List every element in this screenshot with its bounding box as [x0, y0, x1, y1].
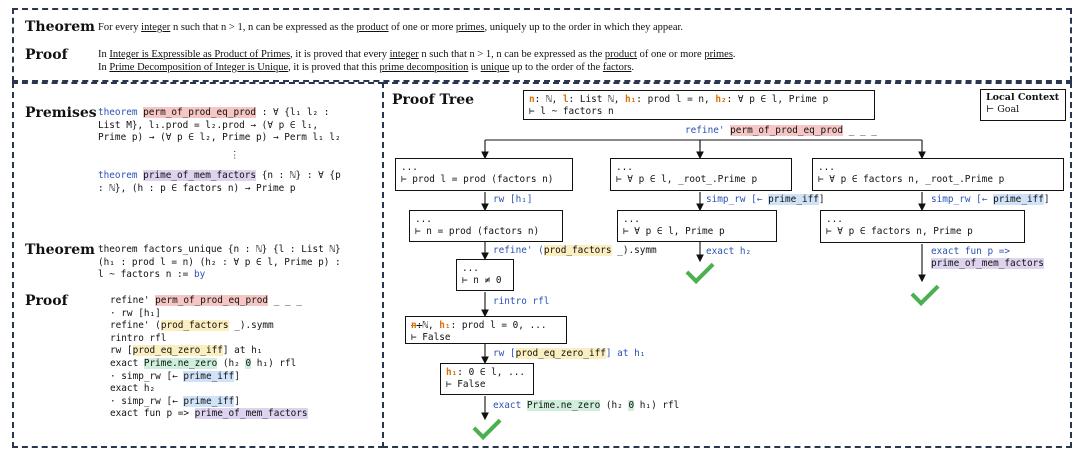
branch3-tactic-simp-rw: simp_rw [← prime_iff]: [931, 194, 1050, 205]
top-theorem-label: Theorem: [25, 19, 95, 35]
branch1-goal-false-2: h₁: 0 ∈ l, ... ⊢ False: [440, 363, 534, 395]
branch3-tactic-exact: exact fun p => prime_of_mem_factors: [931, 246, 1044, 269]
right-panel: [382, 82, 1072, 448]
branch1-tactic-rw-zero: rw [prod_eq_zero_iff] at h₁: [493, 348, 646, 359]
proof-code: refine' perm_of_prod_eq_prod _ _ _ · rw …: [110, 295, 308, 420]
local-context-title: Local Context: [986, 92, 1060, 103]
branch2-goal-prime: ... ⊢ ∀ p ∈ l, Prime p: [617, 210, 777, 242]
top-panel: [12, 8, 1072, 82]
branch1-tactic-refine: refine' (prod_factors _).symm: [493, 245, 657, 256]
top-proof-line2: In Prime Decomposition of Integer is Uni…: [98, 62, 635, 73]
proof-tree-label: Proof Tree: [392, 92, 475, 108]
premises-vdots: ⋮: [230, 150, 240, 161]
branch2-tactic-simp-rw: simp_rw [← prime_iff]: [706, 194, 825, 205]
branch1-goal-n-ne-zero: ... ⊢ n ≠ 0: [456, 259, 514, 291]
branch1-tactic-rw: rw [h₁]: [493, 194, 533, 205]
premise-prime-of-mem-factors: theorem prime_of_mem_factors {n : ℕ} : ∀…: [98, 170, 341, 194]
premises-label: Premises: [25, 105, 97, 121]
branch2-tactic-exact: exact h₂: [706, 246, 752, 257]
branch3-goal-root-prime: ... ⊢ ∀ p ∈ factors n, _root_.Prime p: [812, 158, 1064, 191]
branch1-goal-prod-eq: ... ⊢ prod l = prod (factors n): [395, 158, 573, 191]
top-proof-line1: In Integer is Expressible as Product of …: [98, 49, 736, 60]
premise-perm-of-prod-eq-prod: theorem perm_of_prod_eq_prod : ∀ {l₁ l₂ …: [98, 107, 341, 144]
theorem-code: theorem factors_unique {n : ℕ} {l : List…: [98, 244, 341, 281]
goal-legend: ⊢ Goal: [986, 104, 1020, 115]
top-theorem-text: For every integer n such that n > 1, n c…: [98, 22, 684, 33]
proof-tree-root-node: n: ℕ, l: List ℕ, h₁: prod l = n, h₂: ∀ p…: [523, 90, 875, 120]
branch1-goal-false-1: n:ℕ, h₁: prod l = 0, ... ⊢ False: [405, 316, 567, 344]
branch1-tactic-exact-ne-zero: exact Prime.ne_zero (h₂ 0 h₁) rfl: [493, 400, 680, 411]
proof-label: Proof: [25, 293, 68, 309]
branch3-goal-prime: ... ⊢ ∀ p ∈ factors n, Prime p: [820, 210, 1025, 243]
branch2-goal-root-prime: ... ⊢ ∀ p ∈ l, _root_.Prime p: [610, 158, 792, 191]
tactic-root-refine: refine' perm_of_prod_eq_prod _ _ _: [685, 125, 877, 136]
branch1-tactic-rintro: rintro rfl: [493, 296, 550, 307]
top-proof-label: Proof: [25, 47, 68, 63]
local-context-legend: Local Context ⊢ Goal: [980, 89, 1066, 121]
branch1-goal-n-eq: ... ⊢ n = prod (factors n): [409, 210, 563, 242]
theorem-label: Theorem: [25, 242, 95, 258]
